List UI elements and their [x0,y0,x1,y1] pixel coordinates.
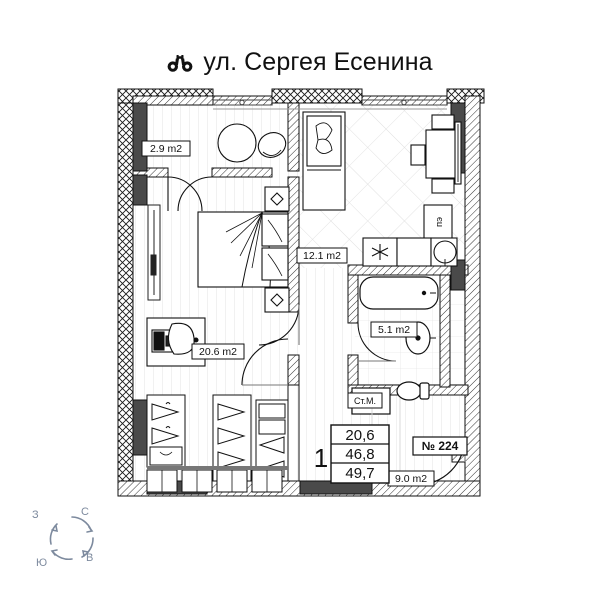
svg-text:№ 224: № 224 [422,439,459,453]
compass-circle-icon [49,516,94,561]
svg-text:2.9 m2: 2.9 m2 [150,143,182,155]
svg-text:пэ: пэ [434,217,445,227]
windows [213,99,447,110]
label-washing-machine: Ст.М. [347,392,383,409]
svg-text:1: 1 [314,443,328,473]
label-electrical-panel: пэ [434,217,445,227]
balcony-items [217,123,287,163]
svg-text:12.1 m2: 12.1 m2 [303,250,341,262]
svg-text:20.6 m2: 20.6 m2 [199,346,237,358]
wardrobes [146,394,289,493]
compass-north-label: С [81,506,89,518]
label-bathroom: 5.1 m2 [370,321,418,338]
equipment-labels: Ст.М. пэ [347,217,445,409]
compass-west-label: З [32,509,39,521]
svg-text:9.0 m2: 9.0 m2 [395,473,427,485]
svg-text:20,6: 20,6 [345,427,374,444]
label-hall: 9.0 m2 [387,470,435,487]
apartment-summary: 1 20,6 46,8 49,7 [314,424,390,484]
svg-text:49,7: 49,7 [345,465,374,482]
bathroom-fixtures [351,276,439,415]
svg-text:5.1 m2: 5.1 m2 [378,324,410,336]
compass-rose: С З В Ю [22,500,122,582]
kitchen-furniture [302,111,462,267]
page-header: ул. Сергея Есенина [0,48,600,77]
label-kitchen: 12.1 m2 [296,247,348,264]
binoculars-icon [167,53,193,73]
bedroom-furniture [146,186,290,367]
label-bedroom: 20.6 m2 [191,343,245,360]
compass-east-label: В [86,552,94,564]
svg-text:46,8: 46,8 [345,446,374,463]
room-area-labels: 2.9 m2 12.1 m2 20.6 m2 5.1 m2 9.0 m2 [141,140,435,487]
structural-walls [117,95,481,497]
balcony-glazing [147,204,161,301]
svg-text:Ст.М.: Ст.М. [354,396,376,406]
label-balcony: 2.9 m2 [141,140,191,157]
apartment-number-badge: № 224 [412,436,468,456]
compass-south-label: Ю [36,557,48,569]
page-title: ул. Сергея Есенина [203,48,433,76]
